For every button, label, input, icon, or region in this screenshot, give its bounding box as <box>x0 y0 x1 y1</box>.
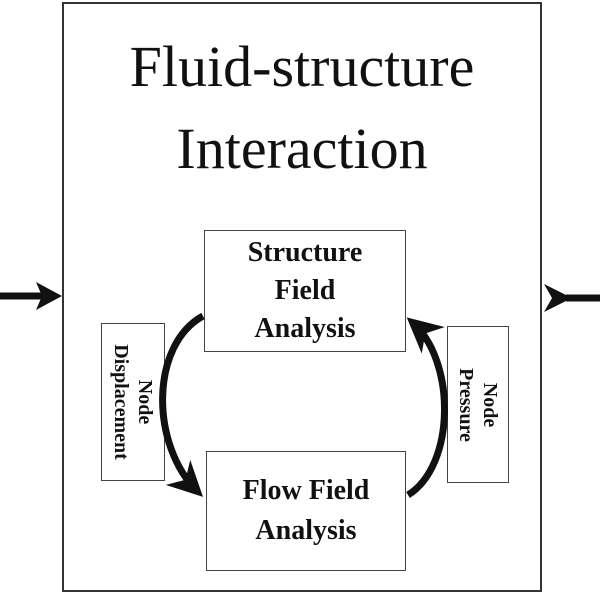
flow-box-line-2: Analysis <box>255 515 357 546</box>
flow-box-line-1: Flow Field <box>242 475 370 506</box>
output-arrow <box>544 284 600 312</box>
node-pressure-label-box: Node Pressure <box>447 326 509 483</box>
structure-box-line-1: Structure <box>247 237 363 268</box>
structure-field-analysis-box: Structure Field Analysis <box>204 230 406 352</box>
diagram-title-line-1: Fluid-structure <box>129 34 475 99</box>
flow-field-analysis-box: Flow Field Analysis <box>206 451 406 571</box>
displacement-transfer-arrow <box>159 312 205 497</box>
structure-box-line-3: Analysis <box>254 313 356 344</box>
input-arrow <box>0 282 62 310</box>
structure-box-line-2: Field <box>274 275 336 306</box>
diagram-title-line-2: Interaction <box>176 116 428 181</box>
pressure-transfer-arrow <box>405 317 448 498</box>
node-displacement-label-box: Node Displacement <box>101 323 165 481</box>
